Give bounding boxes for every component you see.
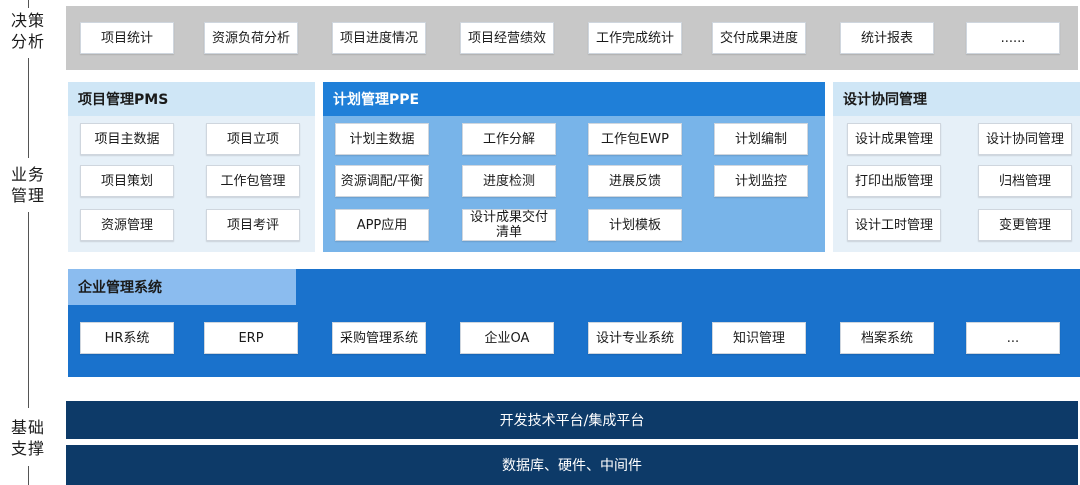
pms-item[interactable]: 项目主数据 — [80, 123, 174, 155]
design-item[interactable]: 归档管理 — [978, 165, 1072, 197]
pms-item[interactable]: 项目策划 — [80, 165, 174, 197]
enterprise-item[interactable]: 档案系统 — [840, 322, 934, 354]
ppe-item[interactable]: 进度检测 — [462, 165, 556, 197]
decision-item[interactable]: 项目统计 — [80, 22, 174, 54]
layer-label-business: 业务 管理 — [10, 165, 45, 205]
ppe-item[interactable]: 进展反馈 — [588, 165, 682, 197]
design-item[interactable]: 设计成果管理 — [847, 123, 941, 155]
pms-item[interactable]: 资源管理 — [80, 209, 174, 241]
decision-item[interactable]: 统计报表 — [840, 22, 934, 54]
enterprise-item[interactable]: ... — [966, 322, 1060, 354]
enterprise-item[interactable]: 采购管理系统 — [332, 322, 426, 354]
ppe-item[interactable]: 计划模板 — [588, 209, 682, 241]
enterprise-item[interactable]: 知识管理 — [712, 322, 806, 354]
design-item[interactable]: 变更管理 — [978, 209, 1072, 241]
axis-line-1 — [28, 58, 29, 158]
axis-line-2 — [28, 212, 29, 408]
decision-item[interactable]: 项目经营绩效 — [460, 22, 554, 54]
layer-label-foundation: 基础 支撑 — [10, 418, 45, 458]
foundation-bar-platform: 开发技术平台/集成平台 — [66, 401, 1078, 439]
ppe-item[interactable]: 设计成果交付 清单 — [462, 209, 556, 241]
enterprise-item[interactable]: HR系统 — [80, 322, 174, 354]
ppe-item[interactable]: 计划监控 — [714, 165, 808, 197]
decision-item[interactable]: 项目进度情况 — [332, 22, 426, 54]
pms-item[interactable]: 项目立项 — [206, 123, 300, 155]
enterprise-title: 企业管理系统 — [68, 269, 296, 305]
ppe-item[interactable]: 资源调配/平衡 — [335, 165, 429, 197]
layer-label-decision: 决策 分析 — [10, 11, 45, 51]
pms-title: 项目管理PMS — [68, 82, 315, 116]
ppe-item[interactable]: APP应用 — [335, 209, 429, 241]
ppe-title: 计划管理PPE — [323, 82, 825, 116]
decision-item[interactable]: ...... — [966, 22, 1060, 54]
decision-item[interactable]: 交付成果进度 — [712, 22, 806, 54]
design-title: 设计协同管理 — [833, 82, 1080, 116]
ppe-item[interactable]: 工作包EWP — [588, 123, 682, 155]
pms-item[interactable]: 项目考评 — [206, 209, 300, 241]
design-item[interactable]: 设计协同管理 — [978, 123, 1072, 155]
ppe-item[interactable]: 工作分解 — [462, 123, 556, 155]
design-item[interactable]: 打印出版管理 — [847, 165, 941, 197]
enterprise-item[interactable]: ERP — [204, 322, 298, 354]
decision-item[interactable]: 资源负荷分析 — [204, 22, 298, 54]
enterprise-item[interactable]: 设计专业系统 — [588, 322, 682, 354]
enterprise-item[interactable]: 企业OA — [460, 322, 554, 354]
ppe-item[interactable]: 计划主数据 — [335, 123, 429, 155]
ppe-item[interactable]: 计划编制 — [714, 123, 808, 155]
pms-item[interactable]: 工作包管理 — [206, 165, 300, 197]
design-item[interactable]: 设计工时管理 — [847, 209, 941, 241]
axis-line-bottom — [28, 466, 29, 485]
axis-line-top — [28, 0, 29, 8]
decision-item[interactable]: 工作完成统计 — [588, 22, 682, 54]
foundation-bar-infrastructure: 数据库、硬件、中间件 — [66, 445, 1078, 485]
